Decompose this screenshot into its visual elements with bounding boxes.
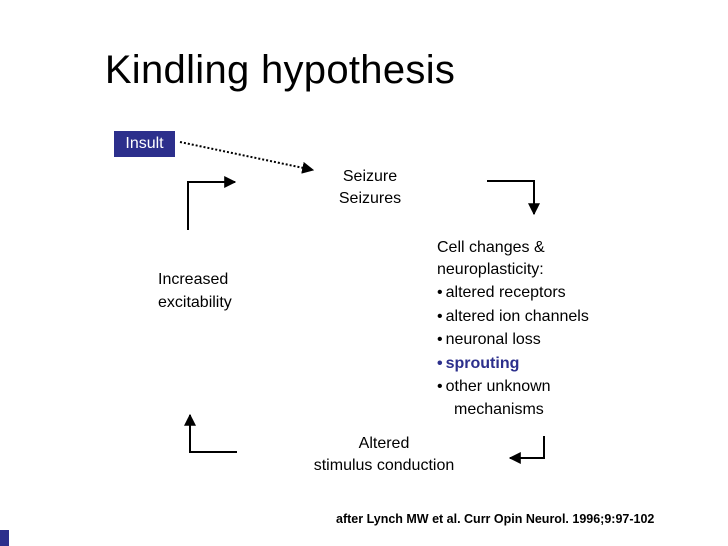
cell-changes-heading: Cell changes & neuroplasticity: — [437, 237, 589, 281]
list-item-continuation: mechanisms — [454, 400, 544, 418]
increased-excitability-node: Increased excitability — [158, 268, 232, 314]
increased-line-1: Increased — [158, 271, 229, 288]
slide-title: Kindling hypothesis — [104, 48, 456, 92]
bullet-icon: • — [437, 354, 443, 372]
cell-changes-heading-line-1: Cell changes & — [437, 239, 545, 256]
list-item: •altered ion channels — [437, 305, 589, 329]
bullet-icon: • — [437, 331, 443, 348]
list-item-text: altered receptors — [445, 284, 566, 301]
arrow-increased-to-seizure — [187, 176, 237, 230]
bullet-icon: • — [437, 378, 443, 395]
list-item: •neuronal loss — [437, 328, 589, 352]
altered-line-2: stimulus conduction — [313, 457, 455, 474]
bullet-icon: • — [437, 284, 443, 301]
list-item-text: neuronal loss — [445, 331, 541, 348]
list-item: •altered receptors — [437, 281, 589, 305]
cell-changes-heading-line-2: neuroplasticity: — [437, 261, 544, 278]
list-item: •other unknown — [437, 375, 589, 399]
increased-line-2: excitability — [158, 294, 232, 311]
insult-dotted-arrow — [179, 141, 315, 174]
insult-badge: Insult — [114, 131, 175, 157]
altered-line-1: Altered — [358, 435, 410, 452]
list-item-highlighted: •sprouting — [437, 352, 589, 376]
list-item-text: sprouting — [445, 354, 520, 372]
list-item-text: other unknown — [445, 378, 551, 395]
cell-changes-list: •altered receptors •altered ion channels… — [437, 281, 589, 421]
arrow-altered-to-increased — [184, 413, 237, 453]
cell-changes-node: Cell changes & neuroplasticity: •altered… — [437, 237, 589, 421]
seizure-line-2: Seizures — [338, 190, 402, 207]
seizure-line-1: Seizure — [342, 168, 398, 185]
list-item-text: altered ion channels — [445, 307, 589, 325]
arrow-cell-changes-to-altered — [508, 436, 545, 464]
slide-corner-mark — [0, 530, 9, 546]
seizure-node: Seizure Seizures — [300, 166, 440, 210]
arrow-seizure-to-cell-changes — [487, 180, 540, 216]
citation: after Lynch MW et al. Curr Opin Neurol. … — [336, 512, 655, 526]
altered-conduction-node: Altered stimulus conduction — [286, 433, 482, 477]
bullet-icon: • — [437, 307, 443, 325]
